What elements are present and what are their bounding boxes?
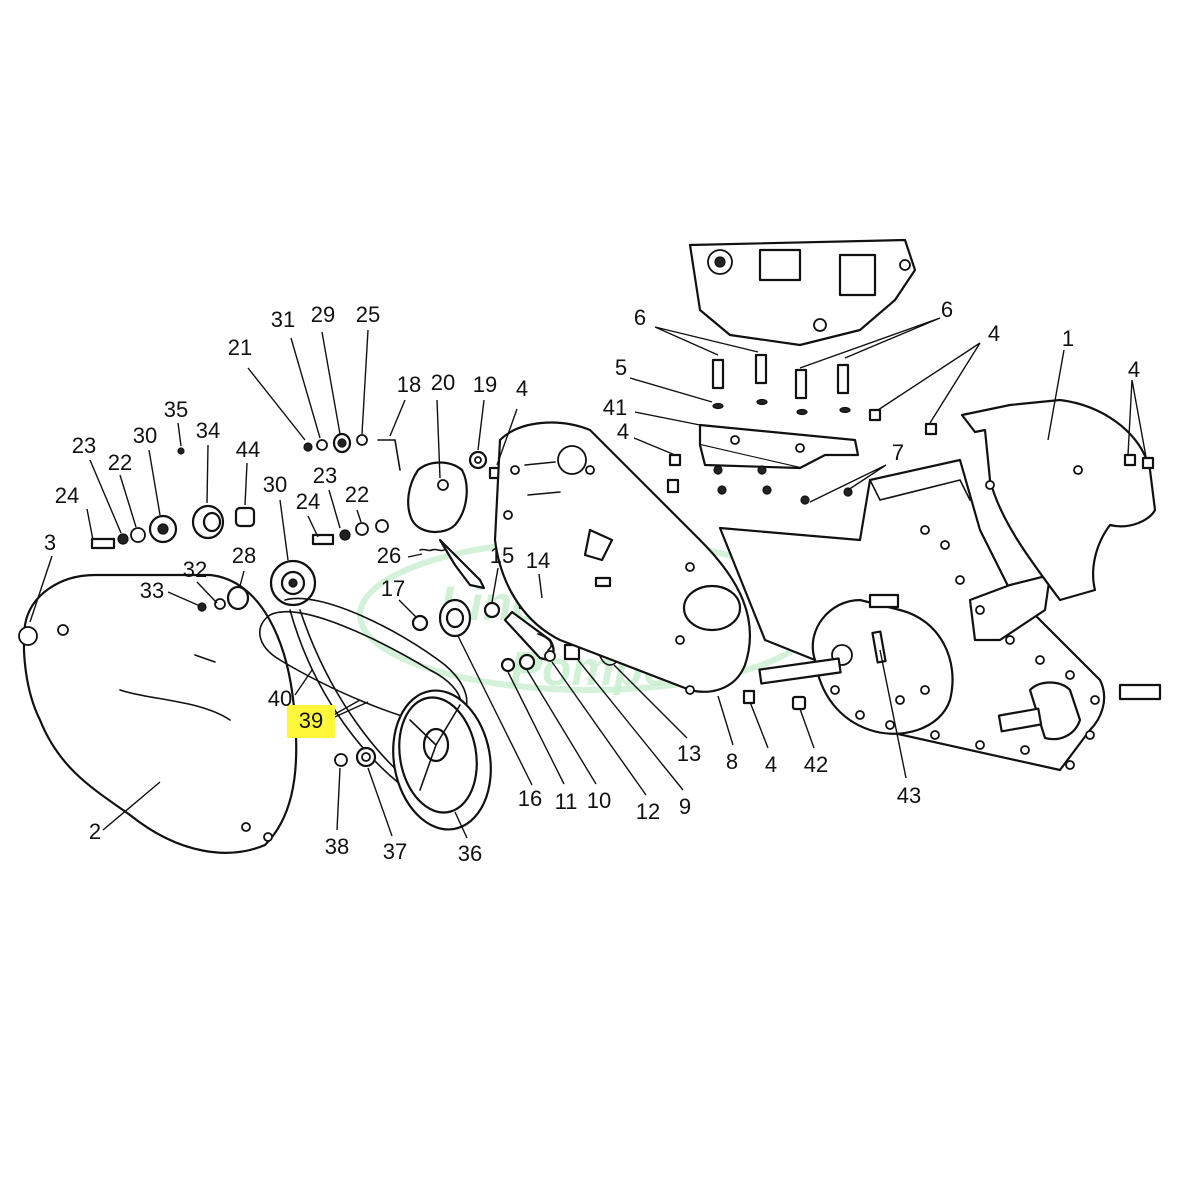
callout-30-left: 30 [133, 423, 157, 448]
callout-6-right: 6 [941, 297, 953, 322]
callout-35: 35 [164, 397, 188, 422]
tension-bracket-part-20 [407, 461, 486, 590]
callout-12: 12 [636, 799, 660, 824]
callout-21: 21 [228, 335, 252, 360]
callout-37: 37 [383, 839, 407, 864]
callout-34: 34 [196, 418, 220, 443]
callout-4-top-right: 4 [988, 321, 1000, 346]
callout-4-plate: 4 [516, 376, 528, 401]
washers-37-38 [334, 746, 377, 768]
callout-31: 31 [271, 307, 295, 332]
callout-4-bottom: 4 [765, 752, 777, 777]
callout-42: 42 [804, 752, 828, 777]
callout-26: 26 [377, 543, 401, 568]
frame-bolt-holes [830, 525, 1100, 770]
callout-10: 10 [587, 788, 611, 813]
callout-39-highlighted: 39 [299, 708, 323, 733]
callout-24-left: 24 [55, 483, 79, 508]
callout-36: 36 [458, 841, 482, 866]
small-hardware-top [303, 432, 401, 471]
callout-28: 28 [232, 543, 256, 568]
callout-5: 5 [615, 355, 627, 380]
belt-cover-part-2 [18, 573, 298, 854]
callout-24-right: 24 [296, 489, 320, 514]
callout-38: 38 [325, 834, 349, 859]
callout-23-left: 23 [72, 433, 96, 458]
callout-43: 43 [897, 783, 921, 808]
callout-22-left: 22 [108, 450, 132, 475]
callout-23-right: 23 [313, 463, 337, 488]
callout-40: 40 [268, 686, 292, 711]
gear-assembly-lower [197, 519, 389, 612]
callout-14: 14 [526, 548, 550, 573]
callout-2: 2 [89, 819, 101, 844]
gear-assembly-upper [90, 447, 256, 550]
callout-41: 41 [603, 395, 627, 420]
callout-4-far-right: 4 [1128, 357, 1140, 382]
callout-32: 32 [183, 557, 207, 582]
leader-lines [29, 317, 1147, 839]
inner-cover-plate-part-8 [493, 421, 752, 695]
pulley-part-36 [392, 689, 492, 831]
callout-8: 8 [726, 749, 738, 774]
washers-19-4 [468, 450, 504, 480]
callout-22-right: 22 [345, 482, 369, 507]
callout-1: 1 [1062, 326, 1074, 351]
callout-30-right: 30 [263, 472, 287, 497]
callout-16: 16 [518, 786, 542, 811]
callout-3: 3 [44, 530, 56, 555]
callout-44: 44 [236, 437, 260, 462]
rear-shield-part-1 [960, 398, 1157, 602]
callout-13: 13 [677, 741, 701, 766]
callout-17: 17 [381, 576, 405, 601]
engine-block [688, 238, 917, 347]
callout-labels: 1 2 3 4 4 4 4 4 5 6 6 7 8 9 10 11 12 13 … [44, 297, 1140, 866]
callout-7: 7 [892, 440, 904, 465]
callout-18: 18 [397, 372, 421, 397]
lever-parts-9-12 [500, 610, 623, 673]
callout-9: 9 [679, 794, 691, 819]
callout-33: 33 [140, 578, 164, 603]
callout-20: 20 [431, 370, 455, 395]
callout-11: 11 [555, 789, 578, 814]
callout-29: 29 [311, 302, 335, 327]
callout-15: 15 [490, 543, 514, 568]
callout-4-bracket: 4 [617, 419, 629, 444]
highlight-marker-39 [287, 705, 335, 738]
callout-6-left: 6 [634, 305, 646, 330]
bolts-4-42 [742, 689, 807, 711]
gearbox-frame-part-43 [718, 458, 1162, 772]
callout-19: 19 [473, 372, 497, 397]
callout-25: 25 [356, 302, 380, 327]
engine-mount-bracket-part-41 [666, 353, 938, 505]
